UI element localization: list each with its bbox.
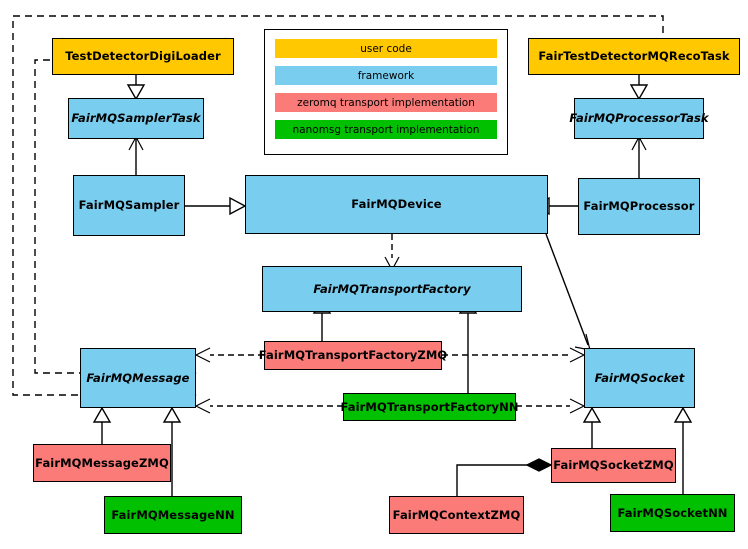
edge-device-socket <box>545 233 589 346</box>
node-label: TestDetectorDigiLoader <box>65 49 221 64</box>
arrowhead-msgnn-message <box>162 406 182 423</box>
node-label: FairMQTransportFactory <box>313 281 471 296</box>
node-label: FairMQMessage <box>86 370 190 385</box>
node-label: FairMQContextZMQ <box>392 507 521 522</box>
arrowhead-digiloader-samplertask <box>126 84 146 101</box>
node-fair-mq-processor-task[interactable]: FairMQProcessorTask <box>569 98 709 139</box>
node-label: FairMQMessageZMQ <box>35 455 169 470</box>
composition-diamond-sockzmq <box>525 458 553 472</box>
arrowhead-sampler-device <box>229 196 247 216</box>
legend-label: nanomsg transport implementation <box>292 123 480 136</box>
node-fair-mq-message-zmq[interactable]: FairMQMessageZMQ <box>33 444 171 482</box>
node-fair-mq-transport-factory-nn[interactable]: FairMQTransportFactoryNN <box>340 393 519 421</box>
node-label: FairMQTransportFactoryZMQ <box>258 348 448 363</box>
legend-label: framework <box>357 69 415 82</box>
arrowhead-tfnn-message <box>195 398 211 414</box>
node-label: FairMQSampler <box>78 198 180 213</box>
legend-label: user code <box>360 42 412 55</box>
node-fair-mq-transport-factory[interactable]: FairMQTransportFactory <box>262 266 522 312</box>
node-fair-mq-processor[interactable]: FairMQProcessor <box>578 178 700 235</box>
node-label: FairMQProcessor <box>583 199 695 214</box>
node-label: FairMQSocketZMQ <box>553 458 674 473</box>
node-label: FairMQMessageNN <box>111 507 235 522</box>
node-label: FairMQProcessorTask <box>569 111 709 126</box>
legend-label: zeromq transport implementation <box>297 96 475 109</box>
node-label: FairMQSocket <box>594 370 685 385</box>
node-fair-mq-sampler-task[interactable]: FairMQSamplerTask <box>68 98 204 139</box>
node-fair-mq-message-nn[interactable]: FairMQMessageNN <box>104 496 242 534</box>
legend-item-user-code: user code <box>275 39 497 58</box>
edge-sockzmq-contextzmq <box>456 464 539 496</box>
legend-item-zeromq: zeromq transport implementation <box>275 93 497 112</box>
node-label: FairMQSamplerTask <box>71 111 201 126</box>
node-label: FairMQSocketNN <box>617 505 728 520</box>
node-label: FairTestDetectorMQRecoTask <box>538 49 730 64</box>
node-fair-mq-context-zmq[interactable]: FairMQContextZMQ <box>389 496 524 534</box>
legend: user code framework zeromq transport imp… <box>264 29 508 155</box>
node-fair-mq-device[interactable]: FairMQDevice <box>245 175 548 234</box>
node-fair-mq-transport-factory-zmq[interactable]: FairMQTransportFactoryZMQ <box>259 341 447 370</box>
arrowhead-tfzmq-message <box>195 347 211 363</box>
node-fair-mq-socket-nn[interactable]: FairMQSocketNN <box>610 494 735 532</box>
node-fair-test-detector-mq-reco-task[interactable]: FairTestDetectorMQRecoTask <box>528 38 740 75</box>
node-fair-mq-sampler[interactable]: FairMQSampler <box>73 175 185 236</box>
node-fair-mq-message[interactable]: FairMQMessage <box>80 348 196 408</box>
legend-item-framework: framework <box>275 66 497 85</box>
arrowhead-tfnn-socket <box>569 398 585 414</box>
arrowhead-recotask-processortask <box>629 84 649 101</box>
node-label: FairMQDevice <box>351 197 442 212</box>
arrowhead-socknn-socket <box>673 406 693 423</box>
arrowhead-sockzmq-socket <box>582 406 602 423</box>
node-fair-mq-socket[interactable]: FairMQSocket <box>584 348 695 408</box>
node-fair-mq-socket-zmq[interactable]: FairMQSocketZMQ <box>551 448 676 483</box>
arrowhead-msgzmq-message <box>92 406 112 423</box>
legend-item-nanomsg: nanomsg transport implementation <box>275 120 497 139</box>
node-label: FairMQTransportFactoryNN <box>340 399 519 414</box>
node-test-detector-digi-loader[interactable]: TestDetectorDigiLoader <box>52 38 234 75</box>
arrowhead-tfzmq-socket <box>569 347 585 363</box>
